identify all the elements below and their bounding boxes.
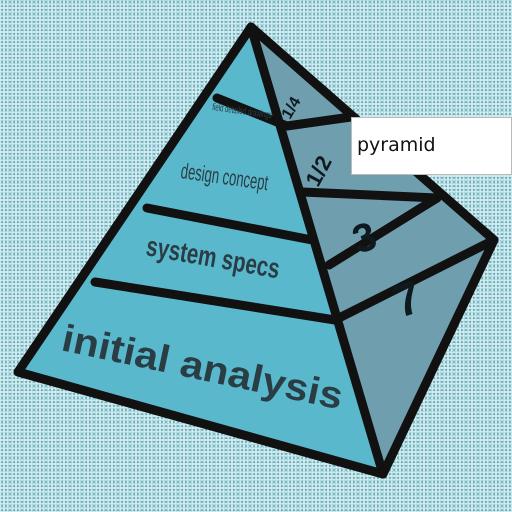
pyramid-ridge <box>246 22 388 479</box>
side-divider-2 <box>297 187 442 203</box>
caption-label: pyramid <box>351 117 512 175</box>
level-divider-3 <box>90 277 340 325</box>
side-divider-3 <box>324 193 442 270</box>
side-divider-1 <box>282 112 356 131</box>
pyramid-front-face <box>18 27 383 474</box>
side-divider-4 <box>330 235 499 325</box>
level-divider-2 <box>142 203 317 245</box>
